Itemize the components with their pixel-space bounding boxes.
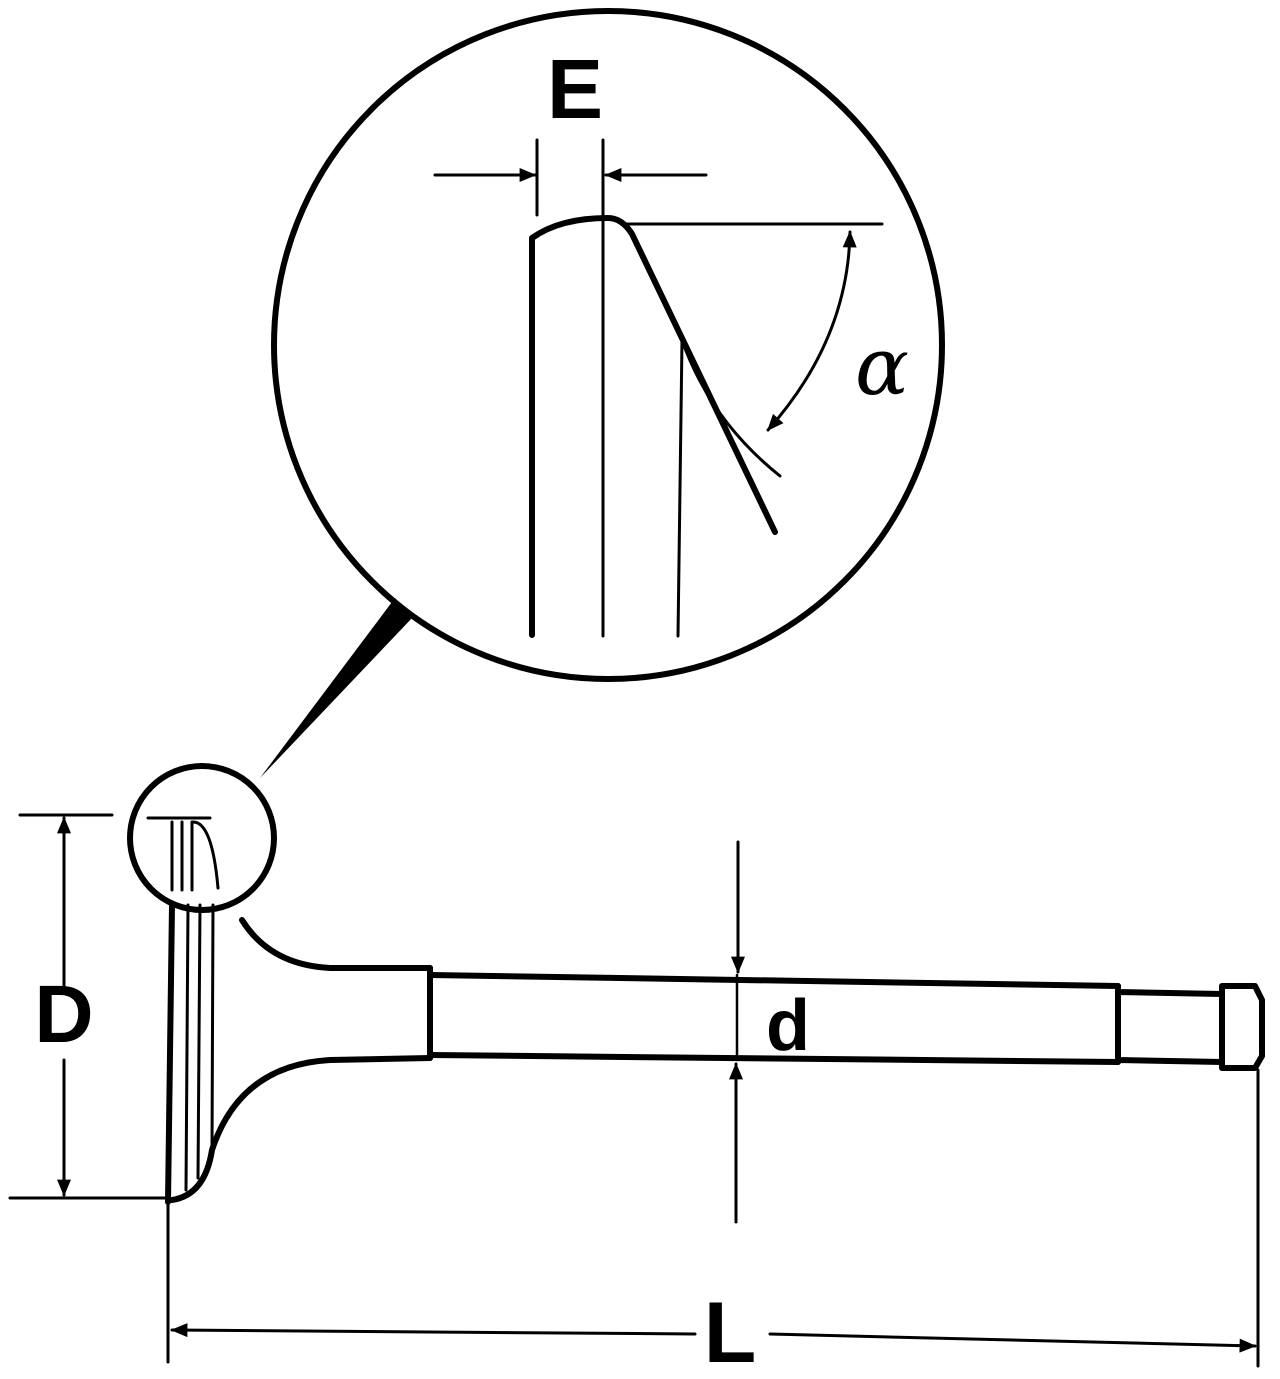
valve-stem-tip: [1219, 983, 1265, 1071]
valve-stem-bottom: [427, 1052, 1121, 1065]
label-e: E: [547, 42, 603, 136]
seat-profile: [529, 215, 778, 638]
valve-lower-fillet-inner: [210, 903, 215, 1152]
detail-circle: [271, 8, 945, 682]
alpha-arc: [766, 230, 857, 432]
valve-head-inner-1: [184, 903, 202, 1192]
dimension-d-stem: d: [729, 840, 810, 1224]
valve-lower-fillet: [169, 1055, 433, 1203]
dimension-l: L: [166, 1068, 1260, 1379]
label-l: L: [704, 1285, 757, 1379]
valve-stem-top: [427, 972, 1121, 989]
label-d-stem: d: [766, 986, 810, 1066]
label-d-major: D: [34, 969, 93, 1060]
head-detail-lines: [170, 820, 220, 892]
valve-upper-fillet: [239, 917, 433, 971]
dimension-d-major: D: [8, 813, 168, 1200]
l-arrow-right: [768, 1332, 1257, 1353]
valve-head-face: [165, 902, 175, 1205]
valve: [127, 763, 1265, 1205]
detail-locator-circle: [127, 763, 277, 913]
valve-stem-groove: [1115, 983, 1225, 1065]
magnifier-connector: [260, 598, 413, 778]
detail-magnifier: E α: [271, 8, 945, 682]
l-arrow-left: [170, 1323, 697, 1338]
seat-inner-line: [676, 338, 782, 638]
label-alpha: α: [855, 320, 909, 413]
